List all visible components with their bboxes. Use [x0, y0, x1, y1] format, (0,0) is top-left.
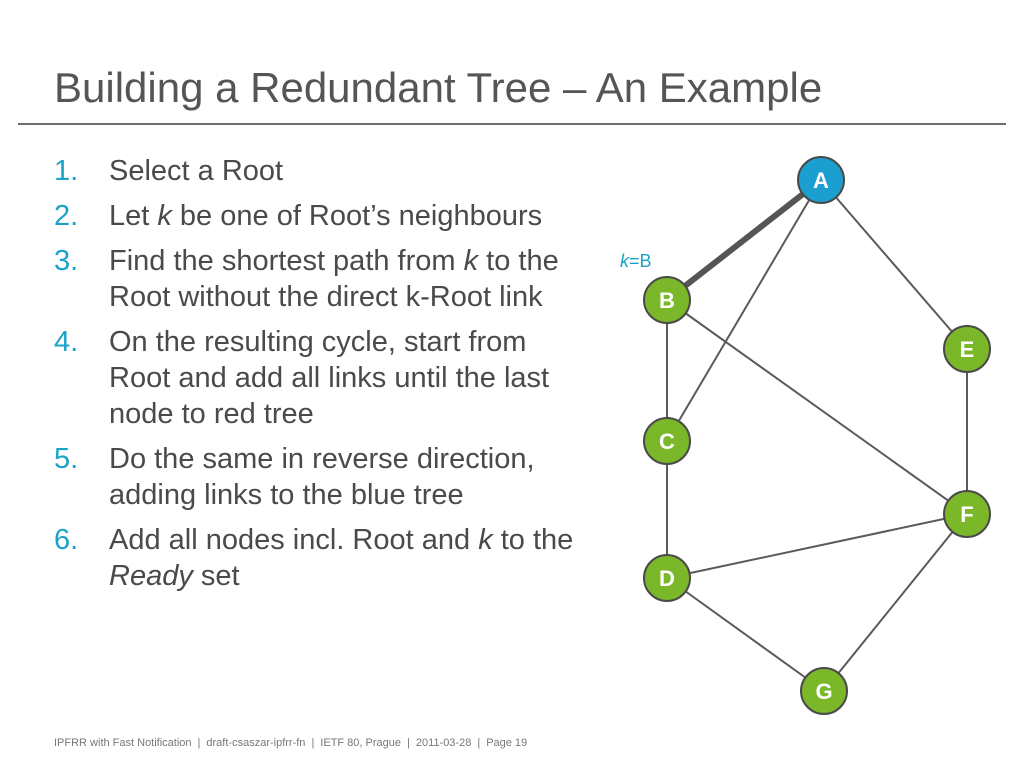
- step-text: Select a Root: [109, 155, 284, 187]
- edge-f-g: [823, 513, 968, 692]
- step-text: On the resulting cycle, start from Root …: [109, 326, 550, 430]
- node-label: C: [659, 429, 675, 454]
- node-circle: [643, 276, 691, 324]
- step-text: to the Root without the direct k-Root li…: [109, 245, 559, 313]
- node-circle: [800, 667, 848, 715]
- node-d: D: [643, 554, 691, 602]
- step-item-3: 3. Find the shortest path from k to the R…: [54, 243, 584, 315]
- step-number: 2.: [54, 200, 79, 232]
- node-label: D: [659, 566, 675, 591]
- footer-separator: |: [311, 737, 315, 749]
- k-value: =B: [629, 251, 652, 271]
- steps-list: 1. Select a Root 2. Let k be one of Root’s …: [54, 153, 584, 603]
- step-item-6: 6.Add all nodes incl. Root and k to the …: [54, 522, 584, 594]
- step-item-5: 5. Do the same in reverse direction, addi…: [54, 441, 584, 513]
- step-number: 6.: [54, 524, 79, 556]
- k-equals-b-label: k=B: [620, 251, 652, 271]
- step-text-italic: Ready: [109, 560, 193, 592]
- footer-item: IETF 80, Prague: [320, 737, 402, 749]
- edge-a-b: [665, 177, 823, 303]
- node-label: G: [815, 679, 832, 704]
- step-text-italic: k: [157, 200, 172, 232]
- footer-separator: |: [477, 737, 481, 749]
- footer-item: IPFRR with Fast Notification: [54, 737, 192, 749]
- step-number: 3.: [54, 245, 79, 277]
- step-number: 4.: [54, 326, 79, 358]
- step-item-1: 1. Select a Root: [54, 153, 584, 189]
- step-item-2: 2. Let k be one of Root’s neighbours: [54, 198, 584, 234]
- nodes-layer: A B C D E F G: [643, 156, 991, 715]
- node-label: F: [960, 502, 973, 527]
- step-text-italic: k: [463, 245, 479, 277]
- footer-item: 2011-03-28: [415, 737, 472, 749]
- node-circle: [943, 490, 991, 538]
- node-a: A: [797, 156, 845, 204]
- k-italic: k: [620, 251, 630, 271]
- step-text: Do the same in reverse direction, adding…: [109, 443, 535, 511]
- edge-a-e: [820, 179, 968, 350]
- slide-footer: IPFRR with Fast Notification | draft-csasz…: [54, 737, 527, 749]
- node-label: A: [813, 168, 829, 193]
- node-e: E: [943, 325, 991, 373]
- edge-d-f: [666, 513, 968, 579]
- step-item-4: 4. On the resulting cycle, start from Roo…: [54, 324, 584, 432]
- edge-d-g: [666, 577, 825, 692]
- step-text-italic: k: [478, 524, 493, 556]
- step-text: Add all nodes incl. Root and: [109, 524, 479, 556]
- step-text: be one of Root’s neighbours: [171, 200, 543, 232]
- node-c: C: [643, 417, 691, 465]
- step-text: Find the shortest path from: [109, 245, 464, 277]
- title-divider: [18, 123, 1006, 125]
- step-text: set: [192, 560, 240, 592]
- step-text: to the: [492, 524, 574, 556]
- node-label: E: [960, 337, 975, 362]
- edge-a-c: [666, 179, 822, 442]
- footer-separator: |: [197, 737, 201, 749]
- footer-item: draft-csaszar-ipfrr-fn: [206, 737, 306, 749]
- node-f: F: [943, 490, 991, 538]
- step-number: 5.: [54, 443, 79, 475]
- node-circle: [797, 156, 845, 204]
- node-g: G: [800, 667, 848, 715]
- footer-item: Page 19: [486, 737, 528, 749]
- node-circle: [643, 554, 691, 602]
- slide-title: Building a Redundant Tree – An Example: [54, 64, 823, 111]
- step-text: Let: [109, 200, 158, 232]
- node-b: B: [643, 276, 691, 324]
- edges-layer: [665, 177, 968, 692]
- node-label: B: [659, 288, 675, 313]
- edge-b-f: [666, 299, 968, 515]
- node-circle: [643, 417, 691, 465]
- node-circle: [943, 325, 991, 373]
- footer-separator: |: [407, 737, 410, 749]
- step-number: 1.: [54, 155, 79, 187]
